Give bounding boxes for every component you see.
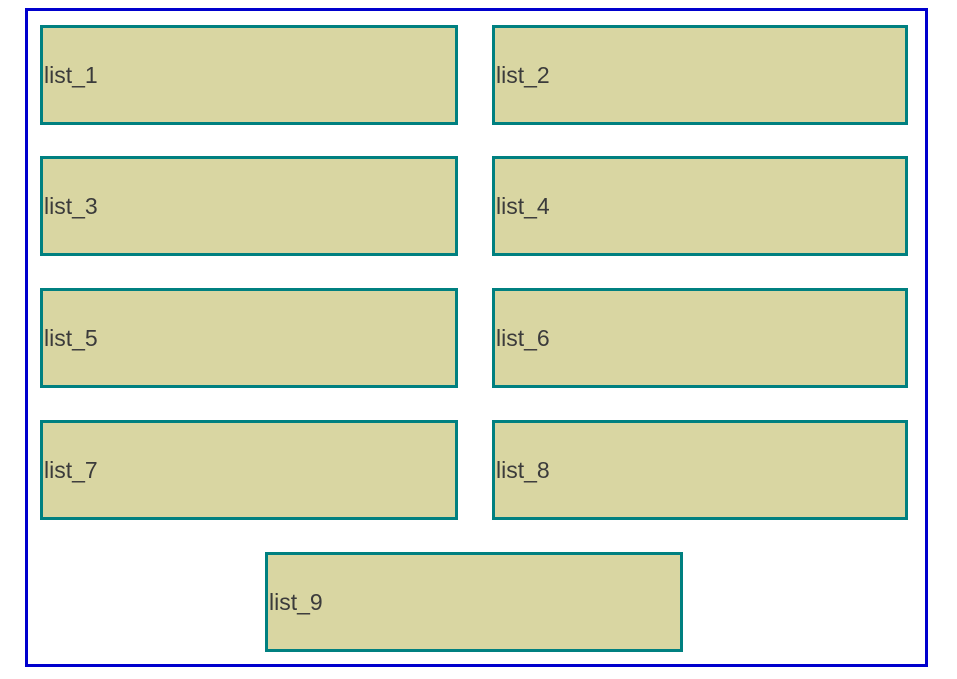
list-box-3-label: list_3	[44, 192, 98, 219]
list-box-8[interactable]: list_8	[492, 420, 908, 520]
list-box-9-label: list_9	[269, 588, 323, 615]
list-box-4[interactable]: list_4	[492, 156, 908, 256]
list-box-7[interactable]: list_7	[40, 420, 458, 520]
list-box-8-label: list_8	[496, 456, 550, 483]
list-box-6-label: list_6	[496, 324, 550, 351]
list-box-1[interactable]: list_1	[40, 25, 458, 125]
list-box-3[interactable]: list_3	[40, 156, 458, 256]
list-box-6[interactable]: list_6	[492, 288, 908, 388]
list-box-5-label: list_5	[44, 324, 98, 351]
list-box-2-label: list_2	[496, 61, 550, 88]
list-box-2[interactable]: list_2	[492, 25, 908, 125]
list-box-7-label: list_7	[44, 456, 98, 483]
list-box-9[interactable]: list_9	[265, 552, 683, 652]
list-box-4-label: list_4	[496, 192, 550, 219]
list-box-5[interactable]: list_5	[40, 288, 458, 388]
list-box-1-label: list_1	[44, 61, 98, 88]
